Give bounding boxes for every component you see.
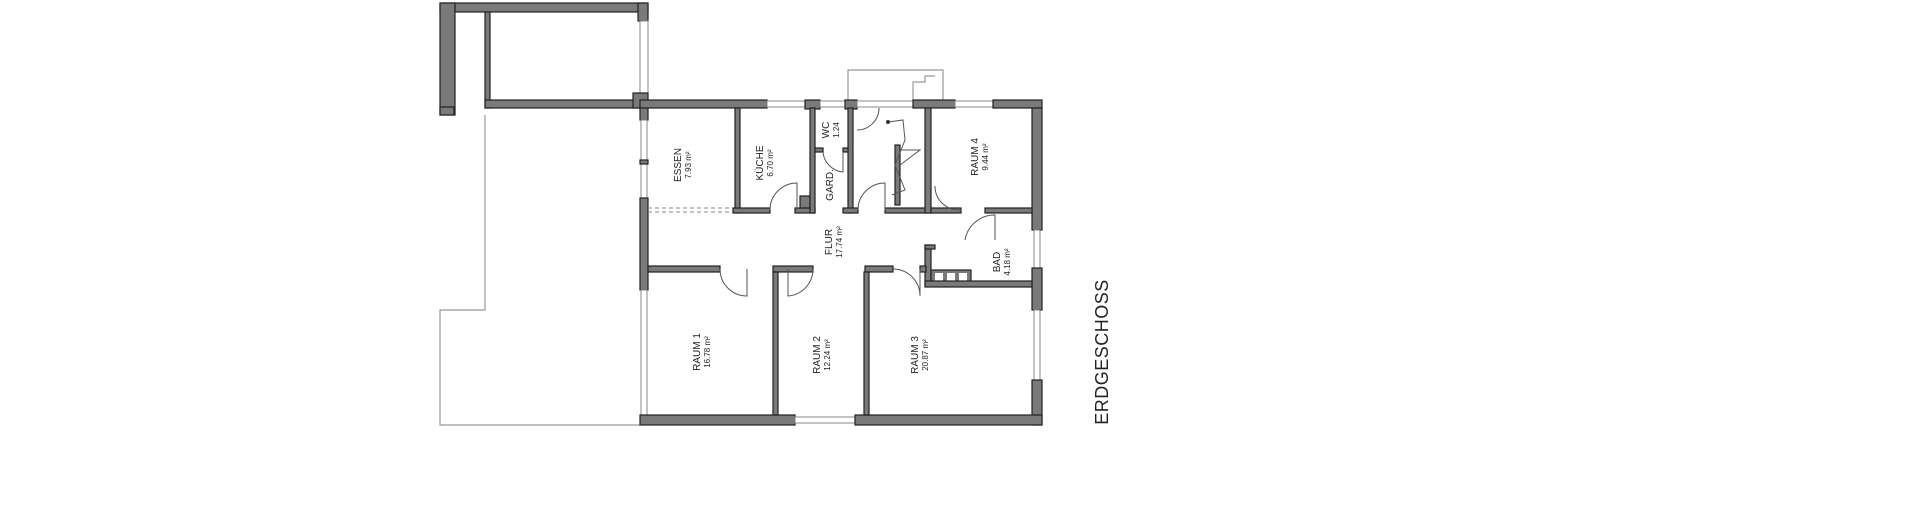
room-wc: WC 1.24 <box>821 122 841 139</box>
floor-title: ERDGESCHOSS <box>1092 279 1112 425</box>
room-raum-3: RAUM 3 20.87 m² <box>910 336 930 374</box>
svg-text:RAUM 2: RAUM 2 <box>812 336 823 374</box>
svg-text:6.70 m²: 6.70 m² <box>766 149 775 176</box>
interior-walls <box>647 107 1033 416</box>
svg-text:WC: WC <box>821 122 832 139</box>
svg-text:GARD.: GARD. <box>825 169 836 201</box>
garage <box>439 2 649 116</box>
room-labels: ESSEN 7.93 m² KÜCHE 6.70 m² WC 1.24 GARD… <box>673 122 1012 374</box>
svg-text:4.18 m²: 4.18 m² <box>1003 248 1012 275</box>
svg-text:1.24: 1.24 <box>832 122 841 138</box>
terrace-outline <box>439 115 640 426</box>
room-raum-4: RAUM 4 9.44 m² <box>970 138 990 176</box>
svg-text:12.24 m²: 12.24 m² <box>823 339 832 371</box>
door-swings <box>719 107 996 297</box>
svg-text:16.78 m²: 16.78 m² <box>703 336 712 368</box>
outer-walls <box>639 99 1043 426</box>
svg-text:7.93 m²: 7.93 m² <box>684 151 693 178</box>
svg-text:RAUM 1: RAUM 1 <box>692 333 703 371</box>
svg-text:RAUM 4: RAUM 4 <box>970 138 981 176</box>
svg-text:BAD: BAD <box>992 252 1003 273</box>
stair-outline <box>847 69 944 100</box>
room-raum-2: RAUM 2 12.24 m² <box>812 336 832 374</box>
svg-text:FLUR: FLUR <box>824 229 835 255</box>
room-raum-1: RAUM 1 16.78 m² <box>692 333 712 371</box>
svg-text:20.87 m²: 20.87 m² <box>921 339 930 371</box>
svg-text:ERDGESCHOSS: ERDGESCHOSS <box>1092 279 1112 425</box>
svg-text:9.44 m²: 9.44 m² <box>981 143 990 170</box>
room-kueche: KÜCHE 6.70 m² <box>754 145 775 180</box>
room-flur: FLUR 17.74 m² <box>824 226 844 258</box>
room-garderobe: GARD. <box>825 169 836 201</box>
svg-text:17.74 m²: 17.74 m² <box>835 226 844 258</box>
svg-text:ESSEN: ESSEN <box>673 148 684 182</box>
room-essen: ESSEN 7.93 m² <box>673 148 693 182</box>
svg-text:KÜCHE: KÜCHE <box>754 145 766 180</box>
svg-text:RAUM 3: RAUM 3 <box>910 336 921 374</box>
room-bad: BAD 4.18 m² <box>992 248 1012 275</box>
